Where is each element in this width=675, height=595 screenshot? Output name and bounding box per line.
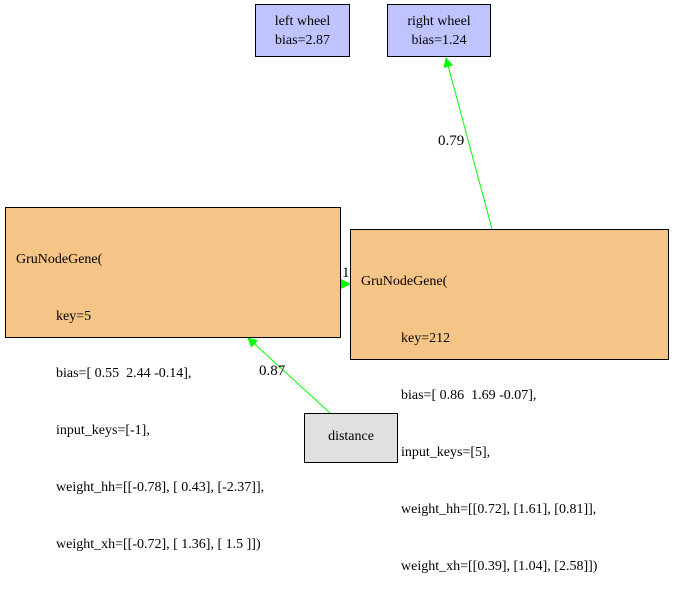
gru212-header: GruNodeGene( (361, 274, 448, 289)
gru5-key: key=5 (56, 309, 92, 324)
gru212-bias: bias=[ 0.86 1.69 -0.07], (401, 388, 537, 403)
edge-gru212-to-right-wheel (443, 57, 493, 230)
gru5-weight-hh: weight_hh=[[-0.78], [ 0.43], [-2.37]], (56, 480, 265, 495)
right-wheel-bias: bias=1.24 (411, 33, 467, 48)
left-wheel-bias: bias=2.87 (275, 33, 330, 48)
distance-node[interactable]: distance (304, 413, 398, 463)
distance-name: distance (328, 429, 374, 444)
left-wheel-node[interactable]: left wheel bias=2.87 (255, 4, 350, 57)
gru5-header: GruNodeGene( (16, 252, 103, 267)
right-wheel-name: right wheel (407, 14, 471, 29)
gru212-key: key=212 (401, 331, 451, 346)
left-wheel-name: left wheel (274, 14, 331, 29)
edge-distance-to-gru5 (247, 337, 331, 414)
gru5-input-keys: input_keys=[-1], (56, 423, 150, 438)
gru5-weight-xh: weight_xh=[[-0.72], [ 1.36], [ 1.5 ]]) (56, 537, 261, 552)
gru-node-212[interactable]: GruNodeGene( key=212 bias=[ 0.86 1.69 -0… (350, 229, 669, 574)
gru-node-5[interactable]: GruNodeGene( key=5 bias=[ 0.55 2.44 -0.1… (5, 207, 341, 552)
edge-label-gru212-right-wheel: 0.79 (438, 133, 464, 149)
gru5-bias: bias=[ 0.55 2.44 -0.14], (56, 366, 192, 381)
gru212-weight-xh: weight_xh=[[0.39], [1.04], [2.58]]) (401, 559, 598, 574)
edge-label-distance-gru5: 0.87 (259, 363, 286, 379)
gru212-input-keys: input_keys=[5], (401, 445, 491, 460)
gru212-weight-hh: weight_hh=[[0.72], [1.61], [0.81]], (401, 502, 597, 517)
right-wheel-node[interactable]: right wheel bias=1.24 (387, 4, 491, 57)
